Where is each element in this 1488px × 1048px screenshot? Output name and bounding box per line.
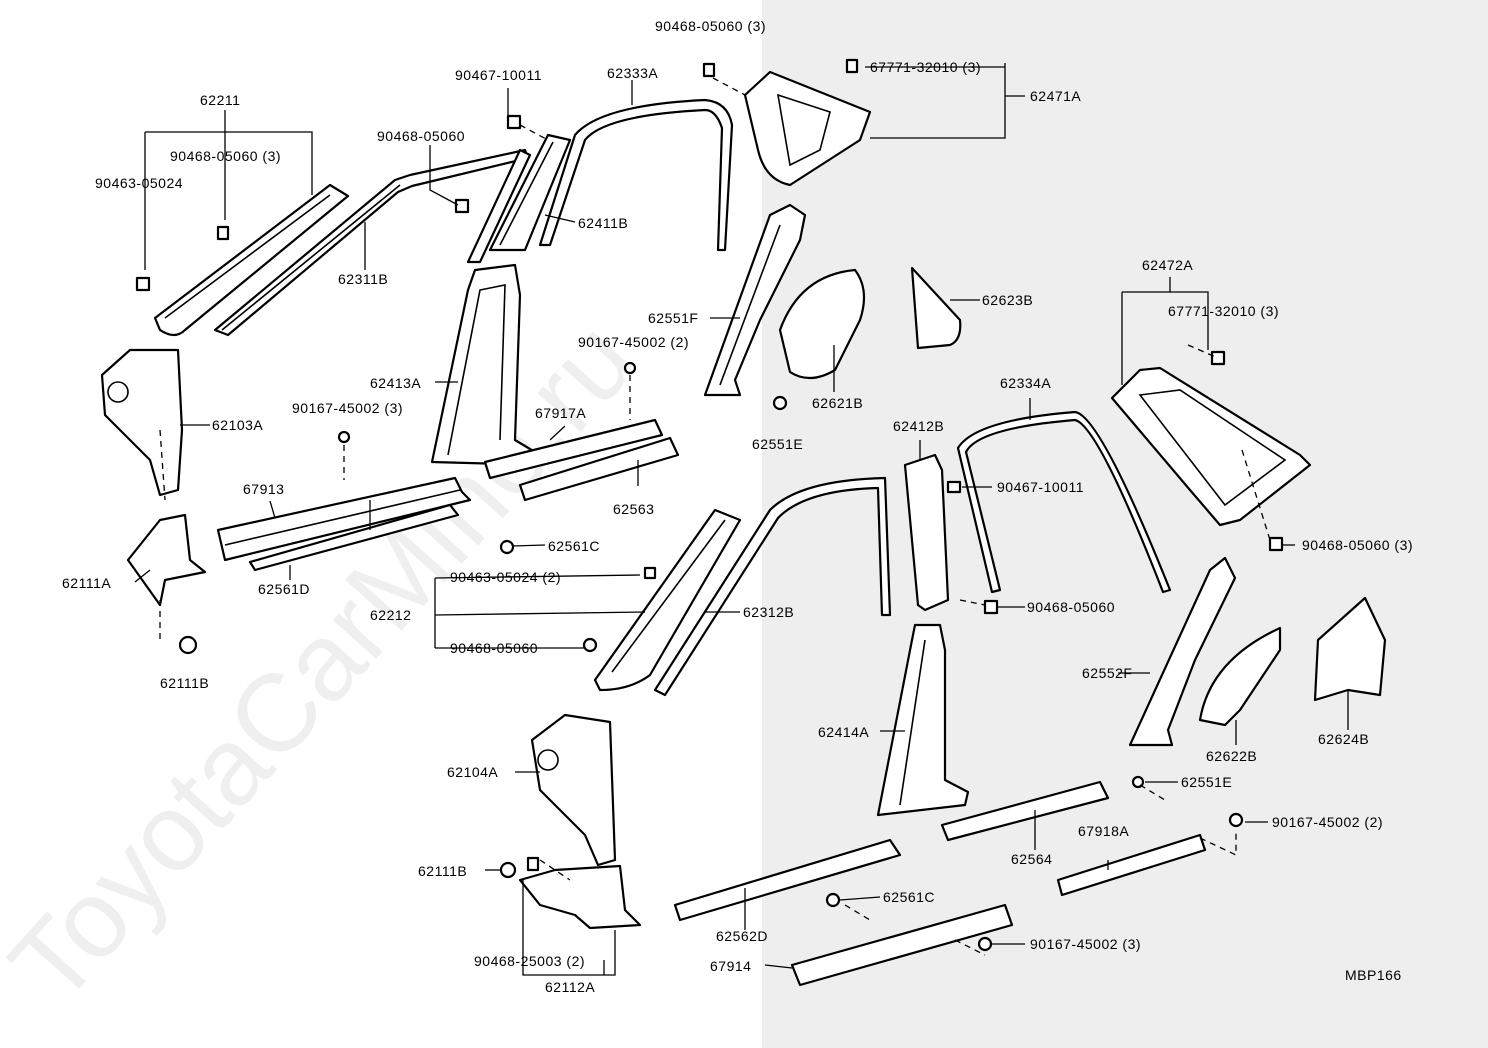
part-62111B-clip-2 [499,861,517,879]
part-67918A [1056,833,1207,897]
label-62551E-top: 62551E [752,436,803,452]
part-62622B [1198,626,1282,727]
label-90467-10011-right: 90467-10011 [997,479,1084,495]
label-90468-05060-3-right: 90468-05060 (3) [1302,537,1413,553]
part-62112A [518,864,642,930]
label-90468-05060-lower: 90468-05060 [450,640,538,656]
dashed-guides [159,77,1271,956]
label-62412B: 62412B [893,418,944,434]
label-67771-32010-3-right: 67771-32010 (3) [1168,303,1279,319]
label-67918A: 67918A [1078,823,1129,839]
label-62564: 62564 [1011,851,1052,867]
label-62562D: 62562D [716,928,768,944]
label-67917A: 67917A [535,405,586,421]
label-62334A: 62334A [1000,375,1051,391]
part-62334A-weatherstrip [956,410,1172,594]
part-62562D [673,838,902,922]
part-62312B-weatherstrip [653,476,892,697]
part-62621B [778,268,866,380]
part-62414A [876,623,970,817]
part-67914 [790,903,1014,987]
part-62103A-cowl-trim [100,348,184,497]
label-90468-05060-right: 90468-05060 [1027,599,1115,615]
label-62561D: 62561D [258,581,310,597]
label-67771-32010-3-top: 67771-32010 (3) [870,59,981,75]
label-90463-05024: 90463-05024 [95,175,183,191]
leader-lines [134,63,1349,976]
label-62472A: 62472A [1142,257,1193,273]
part-62552F [1128,556,1237,747]
part-62624B [1313,596,1387,702]
part-62623B [910,266,962,350]
part-67917A [483,418,664,480]
label-90167-45002-3-left: 90167-45002 (3) [292,400,403,416]
fastener-icons [135,58,1284,952]
part-62111A [126,513,207,607]
part-62104A [530,713,617,867]
label-62414A: 62414A [818,724,869,740]
label-62333A: 62333A [607,65,658,81]
label-62413A: 62413A [370,375,421,391]
label-62552F: 62552F [1082,665,1132,681]
label-62561C-lower: 62561C [883,889,935,905]
part-62472A-back-trim [1110,366,1312,527]
part-67913-scuff-plate [216,476,472,562]
part-62471A-quarter-trim [743,70,872,187]
label-90167-45002-2-lower: 90167-45002 (2) [1272,814,1383,830]
label-62622B: 62622B [1206,748,1257,764]
label-90468-05060-upper: 90468-05060 [377,128,465,144]
label-62112A: 62112A [545,979,595,995]
label-62103A: 62103A [212,417,263,433]
label-90468-05060-3-top: 90468-05060 (3) [655,18,766,34]
part-62563 [518,436,680,502]
label-67913: 67913 [243,481,284,497]
label-62471A: 62471A [1030,88,1081,104]
label-62111B-lower: 62111B [418,863,467,879]
label-62621B: 62621B [812,395,863,411]
part-62333A-weatherstrip [538,98,734,252]
part-62561D [248,503,460,572]
label-62561C-top: 62561C [548,538,600,554]
part-62111B-clip [178,635,198,655]
label-62551E-lower: 62551E [1181,774,1232,790]
label-62312B: 62312B [743,604,794,620]
label-90167-45002-3-lower: 90167-45002 (3) [1030,936,1141,952]
label-62624B: 62624B [1318,731,1369,747]
part-62412B [903,453,950,612]
label-67914: 67914 [710,958,751,974]
label-62212: 62212 [370,607,411,623]
label-62111B: 62111B [160,675,209,691]
label-62211: 62211 [200,92,240,108]
part-62564 [940,780,1110,842]
part-62551F-rear-pillar [703,203,807,397]
label-90467-10011-top: 90467-10011 [455,67,542,83]
part-labels: 90468-05060 (3) 67771-32010 (3) 62471A 9… [62,18,1413,995]
part-62411B [466,133,572,264]
label-90167-45002-2-top: 90167-45002 (2) [578,334,689,350]
label-62563: 62563 [613,501,654,517]
figure-code: MBP166 [1345,967,1402,983]
label-62411B: 62411B [578,215,628,231]
label-62104A: 62104A [447,764,498,780]
label-62311B: 62311B [338,271,388,287]
label-62551F: 62551F [648,310,698,326]
label-62111A: 62111A [62,575,111,591]
label-90468-05060-3-left: 90468-05060 (3) [170,148,281,164]
label-90463-05024-2: 90463-05024 (2) [450,569,561,585]
label-62623B: 62623B [982,292,1033,308]
label-90468-25003-2: 90468-25003 (2) [474,953,585,969]
